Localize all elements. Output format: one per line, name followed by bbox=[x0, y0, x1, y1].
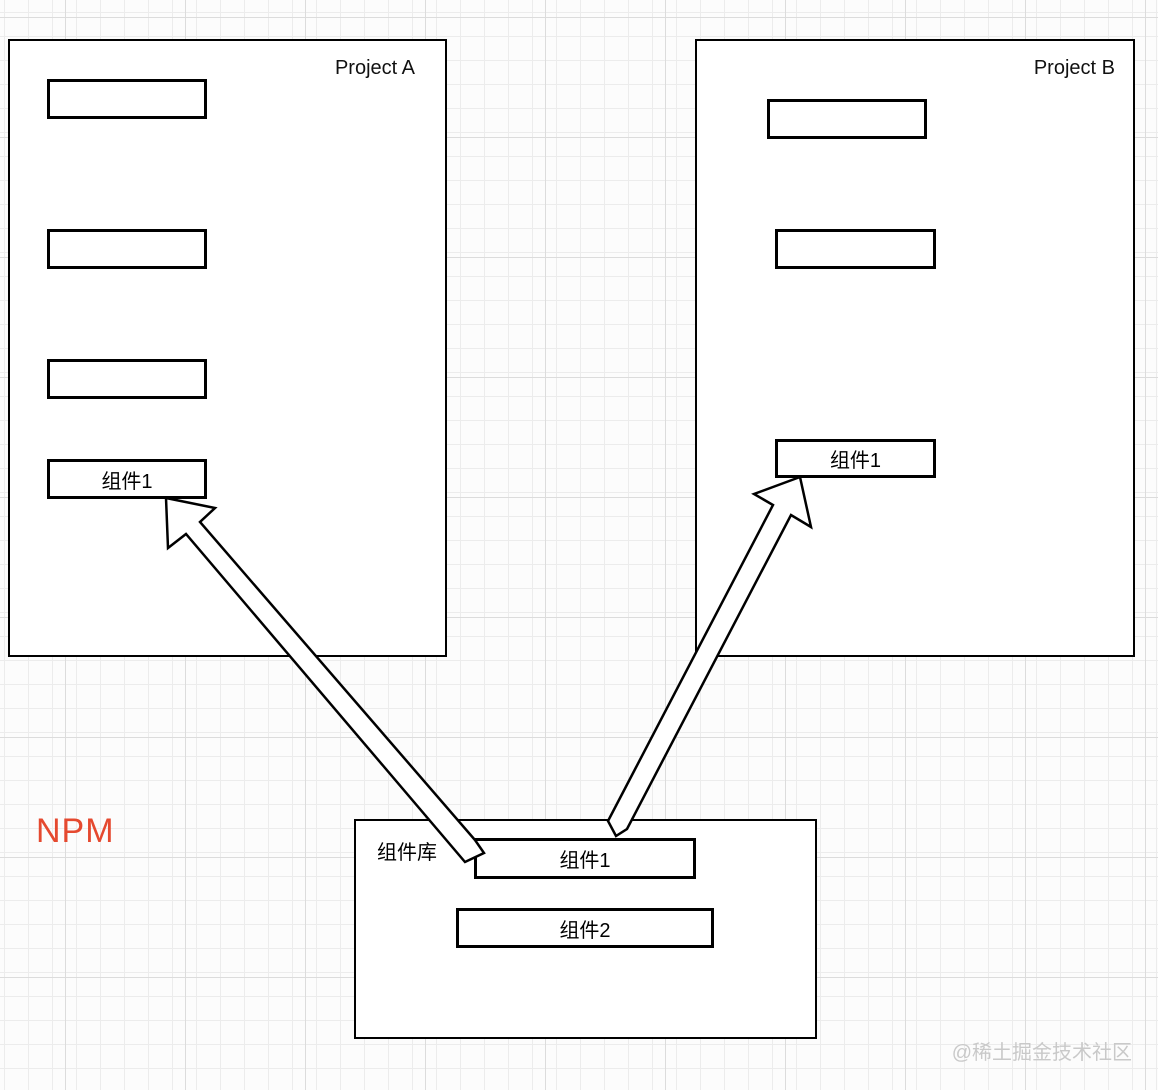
watermark: @稀土掘金技术社区 bbox=[951, 1042, 1132, 1064]
project-a-component-1: 组件1 bbox=[47, 459, 207, 499]
npm-label: NPM bbox=[36, 812, 115, 850]
npm-library-component-1: 组件1 bbox=[474, 838, 696, 879]
project-b-title: Project B bbox=[1033, 57, 1115, 79]
npm-library-component-2: 组件2 bbox=[456, 908, 714, 948]
empty-module-slot bbox=[775, 229, 936, 269]
npm-library-label: 组件库 bbox=[377, 842, 437, 864]
project-b-box: Project B 组件1 bbox=[695, 39, 1135, 657]
project-b-component-1: 组件1 bbox=[775, 439, 936, 478]
npm-library-box: 组件库 组件1 组件2 bbox=[354, 819, 817, 1039]
empty-module-slot bbox=[47, 79, 207, 119]
empty-module-slot bbox=[767, 99, 927, 139]
project-a-title: Project A bbox=[334, 57, 415, 79]
empty-module-slot bbox=[47, 359, 207, 399]
empty-module-slot bbox=[47, 229, 207, 269]
project-a-box: Project A 组件1 bbox=[8, 39, 447, 657]
